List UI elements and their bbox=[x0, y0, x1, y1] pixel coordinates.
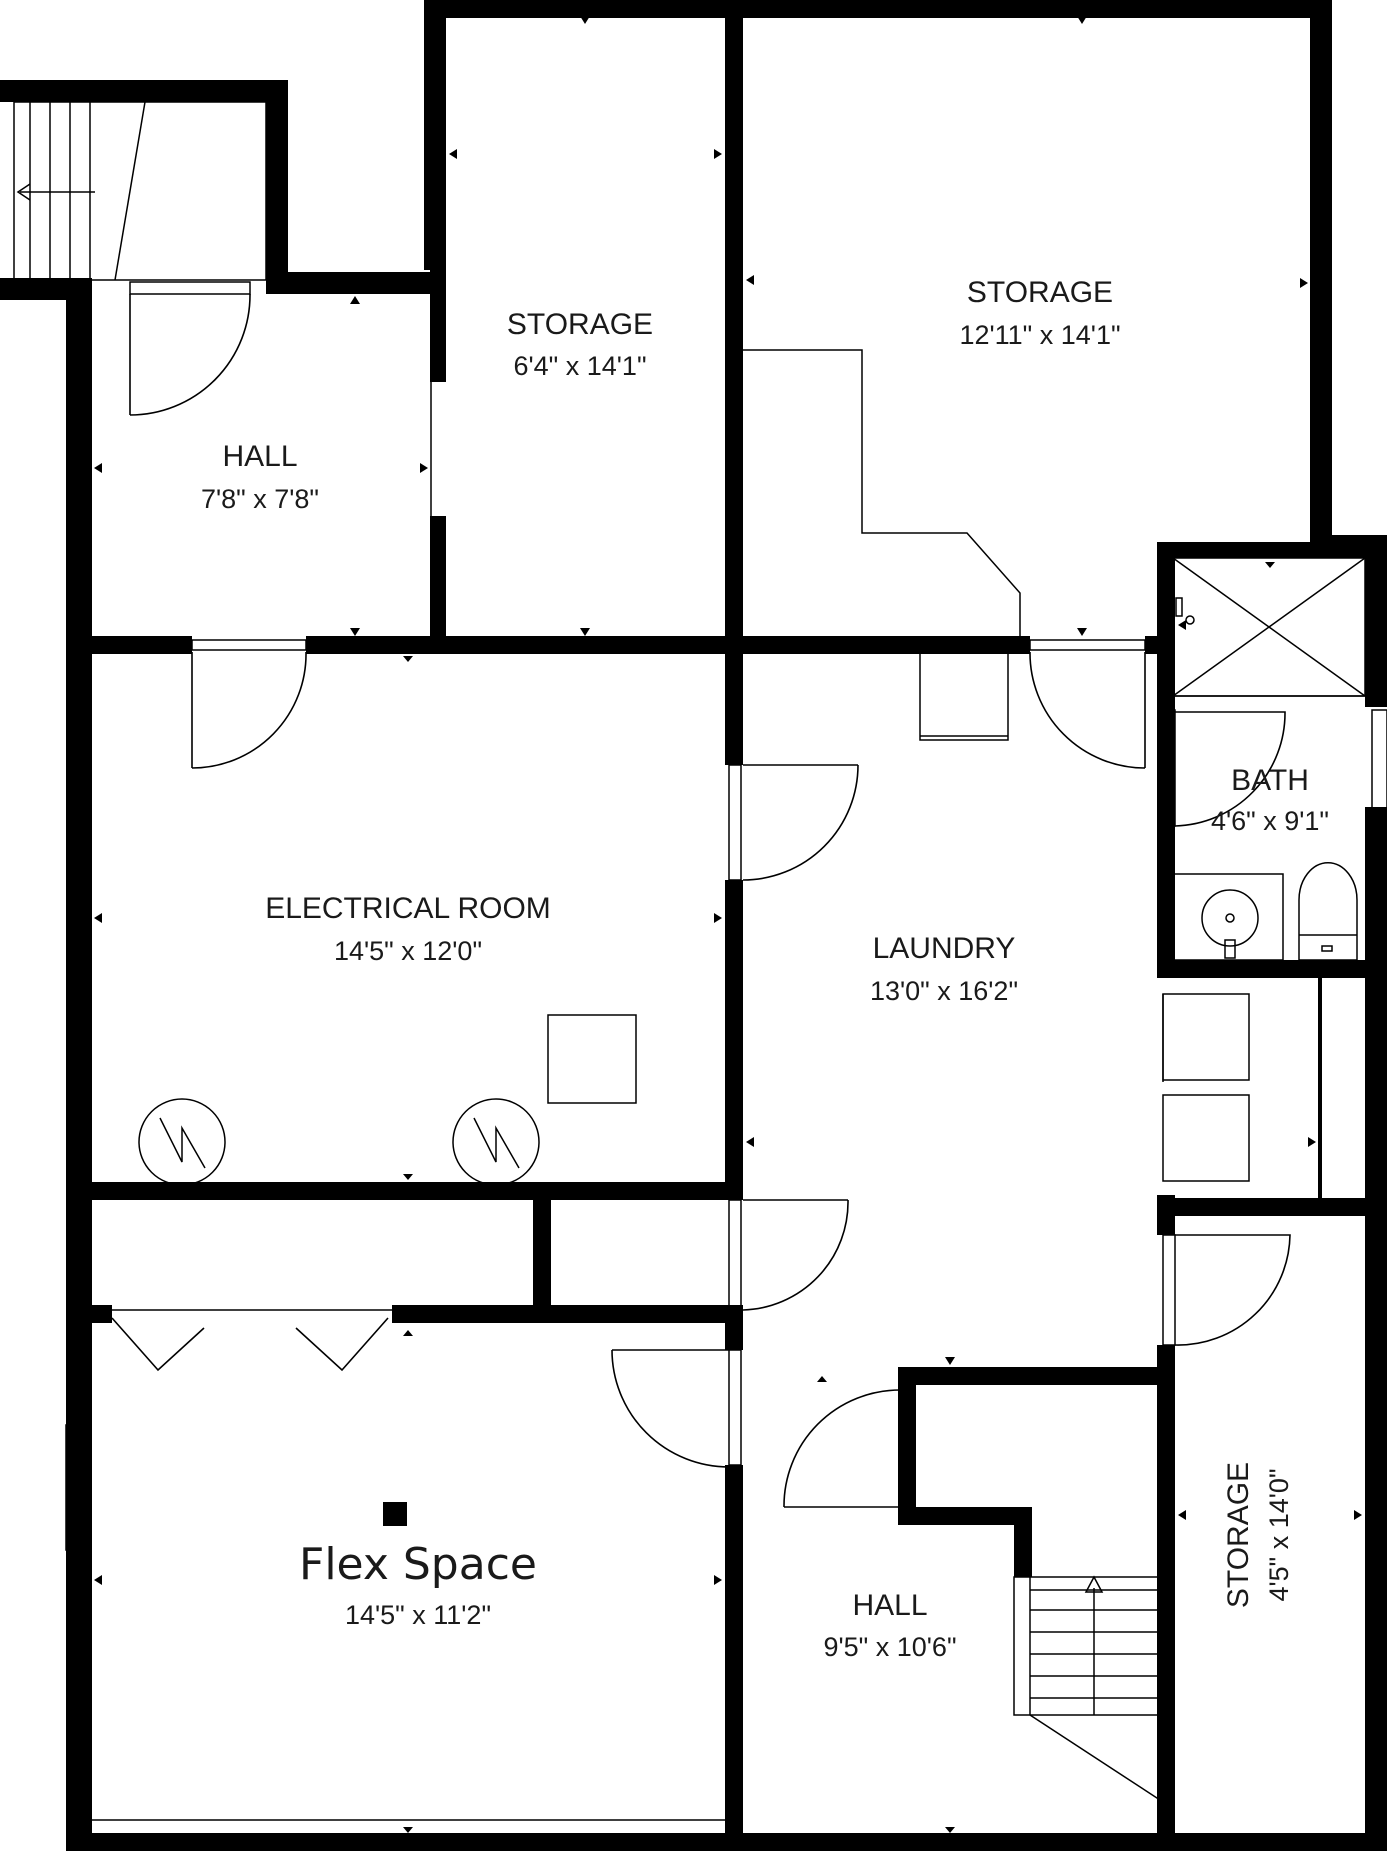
room-dims-electrical: 14'5" x 12'0" bbox=[334, 936, 482, 966]
room-dims-flex-space: 14'5" x 11'2" bbox=[345, 1600, 491, 1630]
room-dims-storage-small: 6'4" x 14'1" bbox=[513, 351, 646, 381]
stairs-bottom bbox=[1013, 1575, 1165, 1801]
room-dims-laundry: 13'0" x 16'2" bbox=[870, 976, 1018, 1006]
room-dims-storage-large: 12'11" x 14'1" bbox=[959, 320, 1120, 350]
room-name-flex-space: Flex Space bbox=[299, 1539, 537, 1590]
room-name-storage-large: STORAGE bbox=[967, 276, 1113, 309]
room-labels: STORAGE 6'4" x 14'1" STORAGE 12'11" x 14… bbox=[201, 276, 1329, 1662]
fixtures bbox=[138, 349, 1366, 1526]
room-name-electrical: ELECTRICAL ROOM bbox=[265, 892, 551, 925]
room-name-storage-small: STORAGE bbox=[507, 308, 653, 341]
room-dims-storage-side: 4'5" x 14'0" bbox=[1264, 1468, 1294, 1601]
room-dims-hall-bottom: 9'5" x 10'6" bbox=[823, 1632, 956, 1662]
room-dims-hall-top: 7'8" x 7'8" bbox=[201, 484, 319, 514]
doors bbox=[65, 281, 1387, 1821]
dimension-markers bbox=[94, 16, 1362, 1833]
stairs-top-left bbox=[13, 101, 267, 281]
room-name-hall-bottom: HALL bbox=[852, 1589, 927, 1622]
room-name-laundry: LAUNDRY bbox=[873, 932, 1016, 965]
room-name-storage-side: STORAGE bbox=[1222, 1462, 1255, 1608]
room-name-hall-top: HALL bbox=[222, 440, 297, 473]
room-dims-bath: 4'6" x 9'1" bbox=[1211, 806, 1329, 836]
room-name-bath: BATH bbox=[1231, 764, 1309, 797]
